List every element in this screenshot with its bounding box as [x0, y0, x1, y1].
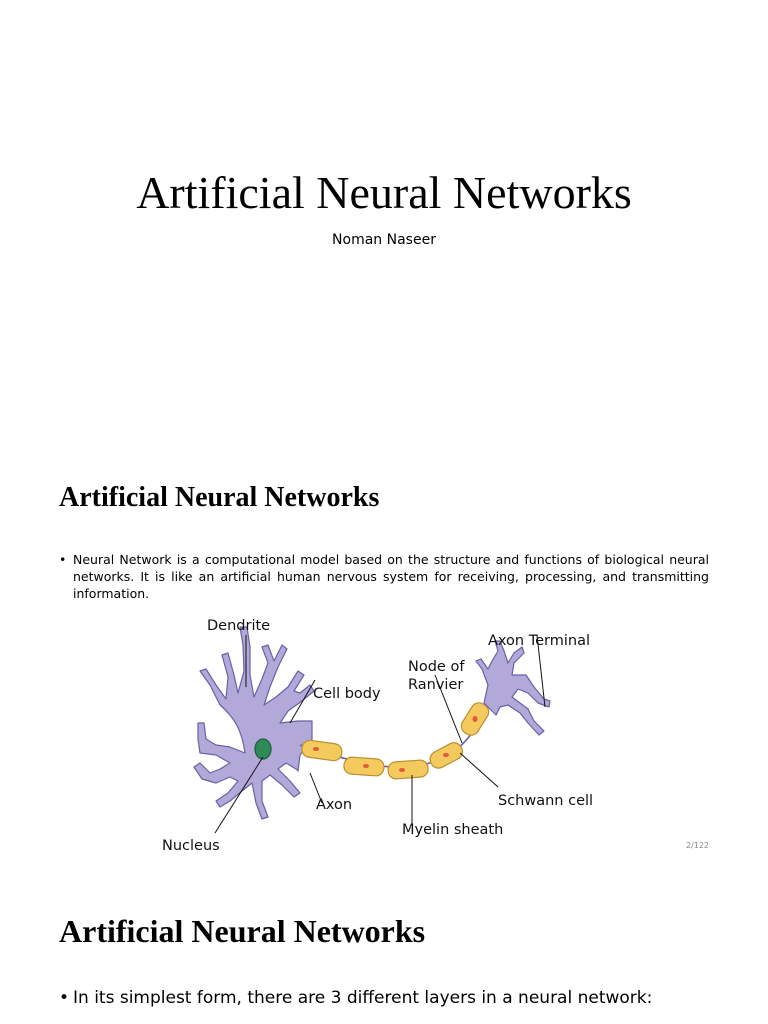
- label-axon: Axon: [316, 797, 352, 813]
- nucleus-shape: [254, 738, 272, 760]
- label-schwann-cell: Schwann cell: [498, 793, 593, 809]
- cell-body-shape: [193, 626, 315, 820]
- content-slide-neuron: Artificial Neural Networks Neural Networ…: [0, 455, 768, 865]
- myelin-sheath-segments: [301, 702, 490, 780]
- page-number: 2/122: [685, 841, 709, 850]
- slide-heading: Artificial Neural Networks: [59, 913, 426, 949]
- author-name: Noman Naseer: [332, 232, 436, 248]
- slide-heading: Artificial Neural Networks: [59, 482, 380, 513]
- axon-terminal-shape: [475, 640, 551, 736]
- bullet-text: In its simplest form, there are 3 differ…: [59, 987, 739, 1009]
- label-myelin-sheath: Myelin sheath: [402, 822, 503, 838]
- label-nucleus: Nucleus: [162, 838, 220, 854]
- schwann-cell-nuclei: [313, 716, 478, 772]
- label-cell-body: Cell body: [313, 686, 381, 702]
- slide-title: Artificial Neural Networks: [136, 167, 632, 218]
- label-axon-terminal: Axon Terminal: [488, 633, 590, 649]
- bullet-text: Neural Network is a computational model …: [59, 551, 709, 602]
- leader-lines: [214, 634, 546, 834]
- neuron-diagram: Dendrite Cell body Node of Ranvier Axon …: [162, 618, 593, 854]
- label-ranvier: Ranvier: [408, 677, 463, 693]
- content-slide-layers: Artificial Neural Networks In its simple…: [0, 865, 768, 1024]
- title-slide: Artificial Neural Networks Noman Naseer: [0, 0, 768, 455]
- label-dendrite: Dendrite: [207, 618, 270, 634]
- label-node-of: Node of: [408, 659, 465, 675]
